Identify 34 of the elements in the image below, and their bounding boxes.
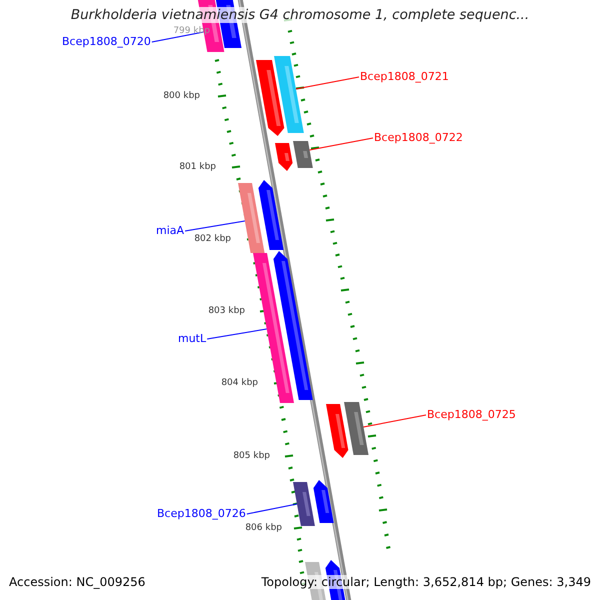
leader-line: [363, 414, 426, 428]
scale-label: 802 kbp: [193, 233, 231, 246]
scale-label: 803 kbp: [207, 305, 245, 318]
gene-label: mutL: [178, 332, 206, 346]
gene-bar: [274, 56, 304, 133]
gene-bar: [275, 143, 293, 171]
leader-line: [295, 76, 360, 90]
scale-label: 800 kbp: [162, 90, 200, 103]
leader-line: [184, 220, 246, 232]
gene-bar: [293, 482, 315, 526]
scale-label: 806 kbp: [244, 522, 282, 535]
gene-bar: [326, 404, 348, 458]
gene-bar: [313, 480, 334, 523]
gene-label: Bcep1808_0720: [62, 35, 151, 49]
scale-label: 804 kbp: [220, 377, 258, 390]
gene-bar: [258, 180, 284, 250]
scale-label: 801 kbp: [178, 161, 216, 174]
leader-line: [206, 328, 268, 340]
gene-bar: [256, 60, 284, 136]
accession-text: Accession: NC_009256: [9, 575, 146, 589]
gene-bar: [344, 402, 369, 455]
gene-bar: [273, 251, 313, 400]
summary-text: Topology: circular; Length: 3,652,814 bp; Genes: 3,349: [261, 575, 591, 589]
leader-line: [246, 504, 298, 514]
gene-label: miaA: [156, 224, 184, 238]
gene-label: Bcep1808_0722: [374, 131, 463, 145]
gene-label: Bcep1808_0725: [427, 408, 516, 422]
scale-label: 799 kbp: [172, 25, 210, 38]
gene-bar: [293, 141, 313, 168]
gene-label: Bcep1808_0721: [360, 70, 449, 84]
scale-label: 805 kbp: [232, 450, 270, 463]
gene-bar: [238, 183, 265, 253]
leader-line: [309, 138, 374, 150]
gene-label: Bcep1808_0726: [157, 507, 246, 521]
